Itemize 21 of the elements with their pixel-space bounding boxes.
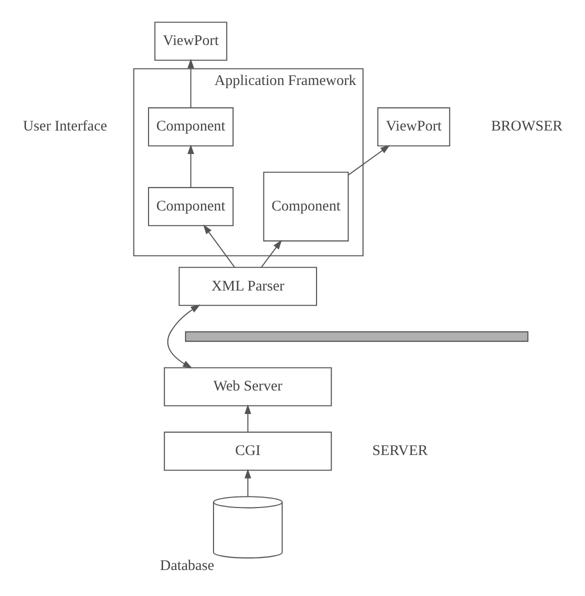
node-bar bbox=[185, 331, 528, 342]
node-box: Component bbox=[263, 172, 349, 242]
arrow bbox=[348, 145, 390, 176]
node-box: ViewPort bbox=[377, 107, 450, 146]
node-box: ViewPort bbox=[154, 22, 228, 61]
arrow bbox=[244, 468, 252, 497]
node-box: Web Server bbox=[164, 367, 332, 406]
node-box: XML Parser bbox=[178, 266, 318, 306]
arrow bbox=[244, 404, 252, 432]
arrow bbox=[187, 144, 194, 188]
arrow bbox=[203, 224, 236, 268]
node-box: Component bbox=[148, 107, 234, 146]
node-box: Component bbox=[148, 187, 234, 226]
arrow bbox=[260, 240, 282, 268]
arrow bbox=[167, 304, 200, 368]
arrow bbox=[187, 58, 194, 108]
node-label: Database bbox=[160, 558, 214, 574]
node-box: CGI bbox=[164, 432, 332, 471]
label: User Interface bbox=[23, 118, 108, 135]
label: BROWSER bbox=[491, 118, 563, 135]
label: SERVER bbox=[372, 443, 428, 460]
